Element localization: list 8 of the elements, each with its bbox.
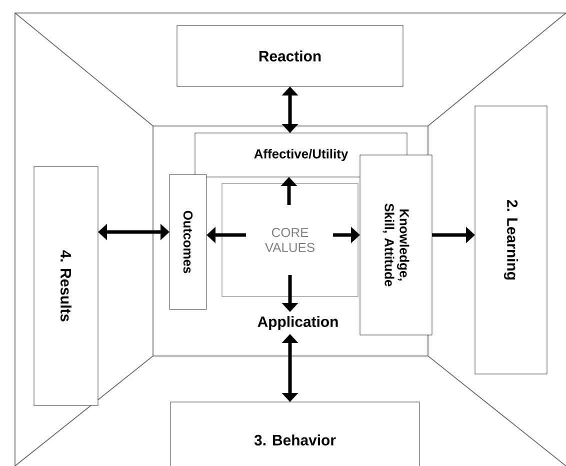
label-box: 2. Learning — [474, 106, 548, 374]
label-text: Application — [258, 316, 338, 330]
label-box: Reaction — [176, 25, 404, 87]
label-box: 3. Behavior — [170, 402, 420, 466]
label-box: Knowledge, Skill, Attitude — [360, 154, 432, 336]
core-box: CORE VALUES — [222, 183, 358, 297]
label-box: 4. Results — [34, 166, 98, 406]
label-box: Outcomes — [169, 174, 207, 310]
